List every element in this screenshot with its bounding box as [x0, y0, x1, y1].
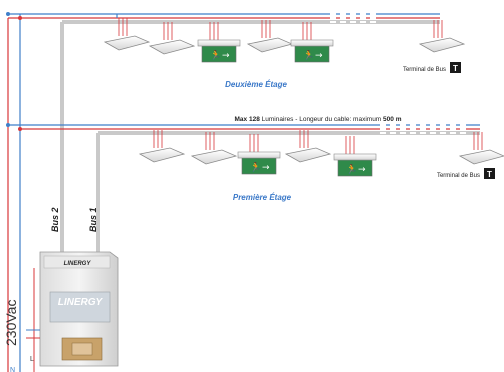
luminaire-icon	[284, 130, 332, 163]
svg-text:→: →	[262, 163, 270, 173]
cable-note-middle: Luminaires - Longeur du cable: maximum	[262, 116, 382, 123]
exit-sign-icon: 🏃 →	[237, 134, 281, 175]
terminal-badge-icon	[484, 168, 495, 179]
luminaire-icon	[246, 20, 294, 53]
lower-terminal: Terminal de Bus T	[437, 168, 495, 179]
exit-sign-icon: 🏃 →	[290, 22, 334, 63]
supply-voltage-label: 230Vac	[3, 300, 19, 346]
supply-line-label: L	[30, 356, 34, 363]
lower-terminal-label: Terminal de Bus	[437, 173, 480, 179]
exit-sign-icon: 🏃 →	[197, 22, 241, 63]
supply-neutral-label: N	[10, 367, 15, 372]
luminaire-icon	[148, 22, 196, 55]
bus1-label: Bus 1	[88, 207, 98, 232]
exit-sign-icon: 🏃 →	[333, 136, 377, 177]
cable-note-prefix: Max	[235, 116, 248, 123]
luminaire-icon	[190, 132, 238, 165]
svg-text:→: →	[315, 51, 323, 61]
upper-fixtures: 🏃 → 🏃 →	[103, 14, 466, 63]
cable-note: Max 128 Luminaires - Longeur du cable: m…	[235, 116, 402, 123]
junction-dots	[6, 12, 22, 131]
terminal-badge-icon	[450, 62, 461, 73]
upper-floor-wiring	[8, 13, 440, 268]
controller-brand-large: LINERGY	[58, 297, 104, 308]
svg-text:🏃: 🏃	[303, 49, 314, 61]
supply-wires	[7, 14, 21, 372]
luminaire-icon	[418, 20, 466, 53]
svg-text:🏃: 🏃	[250, 161, 261, 173]
lower-terminal-badge: T	[487, 170, 492, 179]
luminaire-icon	[458, 132, 504, 165]
upper-terminal-label: Terminal de Bus	[403, 67, 446, 73]
controller-brand-small: LINERGY	[64, 261, 92, 267]
upper-floor-label: Deuxième Étage	[225, 80, 287, 89]
upper-terminal: Terminal de Bus T	[403, 62, 461, 73]
svg-text:🏃: 🏃	[210, 49, 221, 61]
bus2-label: Bus 2	[50, 207, 60, 232]
svg-text:→: →	[358, 165, 366, 175]
luminaire-icon	[138, 130, 186, 163]
lower-floor-label: Première Étage	[233, 193, 292, 202]
lower-fixtures: 🏃 → 🏃 →	[138, 130, 504, 177]
cable-note-distance: 500 m	[383, 116, 402, 123]
luminaire-icon	[103, 14, 151, 51]
cable-note-count: 128	[249, 116, 260, 123]
linergy-controller: LINERGY LINERGY	[26, 251, 119, 372]
svg-text:🏃: 🏃	[346, 163, 357, 175]
upper-terminal-badge: T	[453, 64, 458, 73]
svg-text:→: →	[222, 51, 230, 61]
